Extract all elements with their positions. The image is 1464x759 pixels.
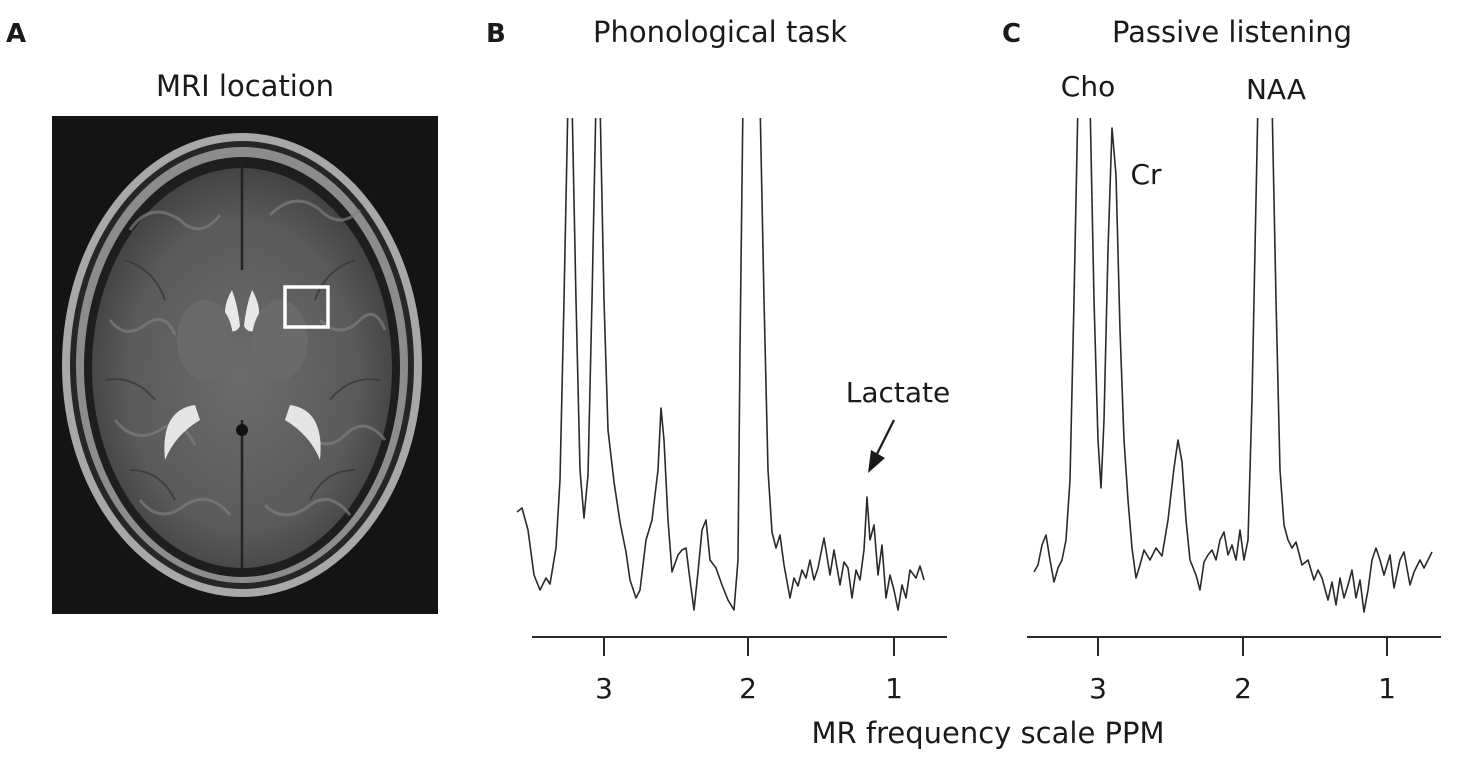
lactate-arrow: [868, 419, 895, 473]
lactate-label: Lactate: [846, 376, 951, 409]
panel-b-title: Phonological task: [593, 15, 847, 49]
x-ticks-c: [1097, 637, 1388, 656]
tick-label-c-1: 1: [1378, 672, 1396, 705]
tick-label-c-2: 2: [1234, 672, 1252, 705]
spectrum-c: [1033, 118, 1433, 613]
panel-c-letter: C: [1002, 19, 1021, 49]
panel-a-letter: A: [6, 19, 26, 49]
tick-label-b-3: 3: [595, 672, 613, 705]
cr-label: Cr: [1130, 158, 1162, 191]
x-ticks-b: [603, 637, 895, 656]
x-axis-title: MR frequency scale PPM: [812, 716, 1165, 750]
roi-box: [283, 285, 330, 329]
panel-a: A MRI location: [6, 19, 438, 614]
panel-c-title: Passive listening: [1112, 15, 1352, 49]
spectrum-b: [516, 118, 925, 611]
cho-label: Cho: [1061, 70, 1115, 103]
panel-b-letter: B: [486, 19, 506, 49]
panel-b: B Phonological task Lactate 3 2 1: [486, 15, 950, 705]
panel-c: C Passive listening Cho Cr NAA 3 2 1: [1002, 15, 1441, 705]
panel-a-title: MRI location: [156, 69, 334, 103]
tick-label-b-2: 2: [739, 672, 757, 705]
tick-label-c-3: 3: [1089, 672, 1107, 705]
mri-image: [52, 116, 438, 614]
tick-label-b-1: 1: [885, 672, 903, 705]
naa-label: NAA: [1246, 73, 1306, 106]
